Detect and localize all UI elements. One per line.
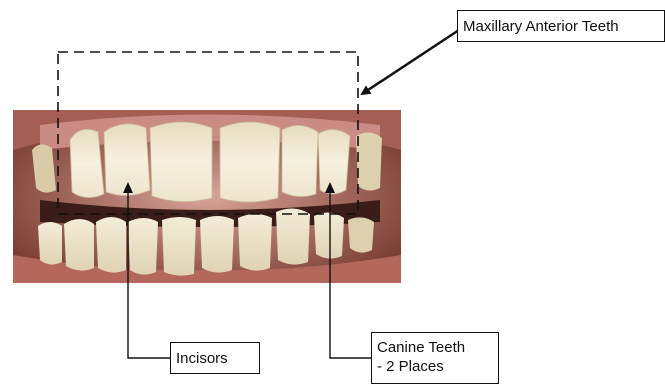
maxillary-arrow: [362, 28, 462, 94]
canine-label-line-1: Canine Teeth: [377, 338, 493, 357]
canine-teeth-label: Canine Teeth - 2 Places: [371, 332, 499, 384]
canine-label-line-2: - 2 Places: [377, 357, 493, 376]
incisors-label: Incisors: [170, 342, 260, 374]
teeth-photo: [13, 110, 401, 283]
maxillary-anterior-teeth-label: Maxillary Anterior Teeth: [457, 10, 665, 42]
